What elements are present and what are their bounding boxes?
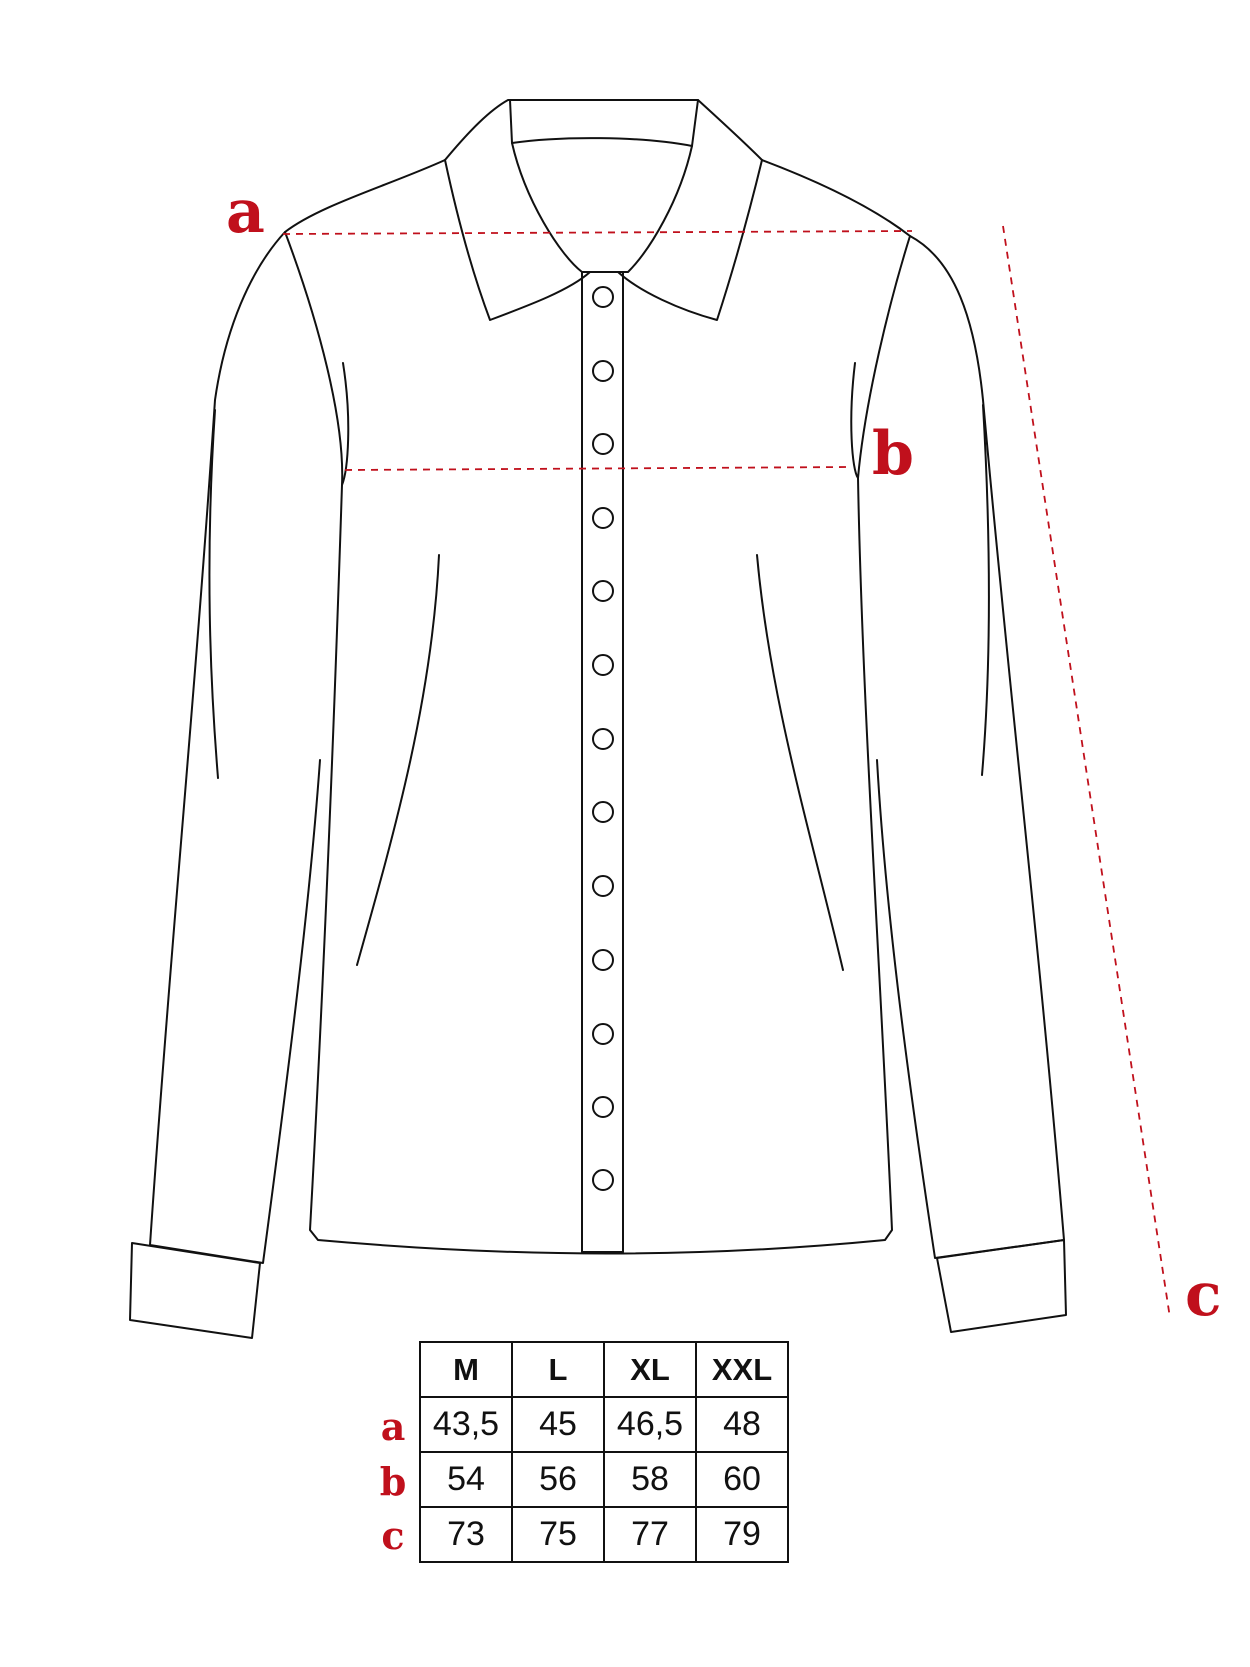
measure-line-a (282, 230, 913, 235)
measure-label-a: a (226, 177, 265, 247)
button-placket (581, 271, 624, 1253)
table-header-cell: XXL (695, 1341, 789, 1398)
table-row-label-b: b (379, 1459, 407, 1504)
measure-label-c: c (1185, 1260, 1222, 1330)
table-cell: 46,5 (603, 1396, 697, 1453)
button (592, 1096, 614, 1118)
left-dart (356, 554, 440, 966)
button (592, 949, 614, 971)
table-cell: 45 (511, 1396, 605, 1453)
button (592, 875, 614, 897)
left-sleeve-outline (149, 231, 321, 1264)
button (592, 507, 614, 529)
table-cell: 48 (695, 1396, 789, 1453)
button (592, 580, 614, 602)
measure-line-c (1002, 225, 1171, 1319)
collar-right-point (617, 159, 763, 321)
collar-stand-inner (509, 99, 699, 147)
left-side-seam (341, 362, 350, 486)
right-cuff-outline (936, 1239, 1067, 1333)
table-row: 54 56 58 60 (419, 1451, 789, 1508)
shirt-body-outline (284, 159, 911, 1255)
button (592, 1169, 614, 1191)
button (592, 433, 614, 455)
right-sleeve-outline (876, 235, 1065, 1259)
table-row-label-a: a (380, 1404, 406, 1449)
table-row: 73 75 77 79 (419, 1506, 789, 1563)
table-cell: 73 (419, 1506, 513, 1563)
buttons (592, 286, 614, 1191)
left-cuff-outline (129, 1242, 261, 1339)
button (592, 1023, 614, 1045)
table-cell: 43,5 (419, 1396, 513, 1453)
table-cell: 58 (603, 1451, 697, 1508)
table-header-cell: M (419, 1341, 513, 1398)
size-table: M L XL XXL 43,5 45 46,5 48 54 56 58 60 7… (419, 1341, 789, 1563)
table-header-row: M L XL XXL (419, 1341, 789, 1398)
table-cell: 56 (511, 1451, 605, 1508)
measure-line-b (344, 466, 853, 471)
table-cell: 79 (695, 1506, 789, 1563)
table-row: 43,5 45 46,5 48 (419, 1396, 789, 1453)
table-cell: 75 (511, 1506, 605, 1563)
table-row-label-c: c (381, 1513, 405, 1558)
right-side-seam (850, 362, 859, 479)
collar-stand (444, 99, 763, 161)
table-cell: 60 (695, 1451, 789, 1508)
button (592, 728, 614, 750)
table-cell: 54 (419, 1451, 513, 1508)
table-header-cell: L (511, 1341, 605, 1398)
right-sleeve-crease (981, 404, 990, 776)
collar-left-point (444, 159, 591, 321)
left-sleeve-crease (208, 409, 219, 779)
button (592, 801, 614, 823)
button (592, 360, 614, 382)
button (592, 654, 614, 676)
neckline (511, 142, 693, 273)
button (592, 286, 614, 308)
right-dart (756, 554, 844, 971)
measure-label-b: b (872, 419, 914, 489)
table-cell: 77 (603, 1506, 697, 1563)
table-header-cell: XL (603, 1341, 697, 1398)
